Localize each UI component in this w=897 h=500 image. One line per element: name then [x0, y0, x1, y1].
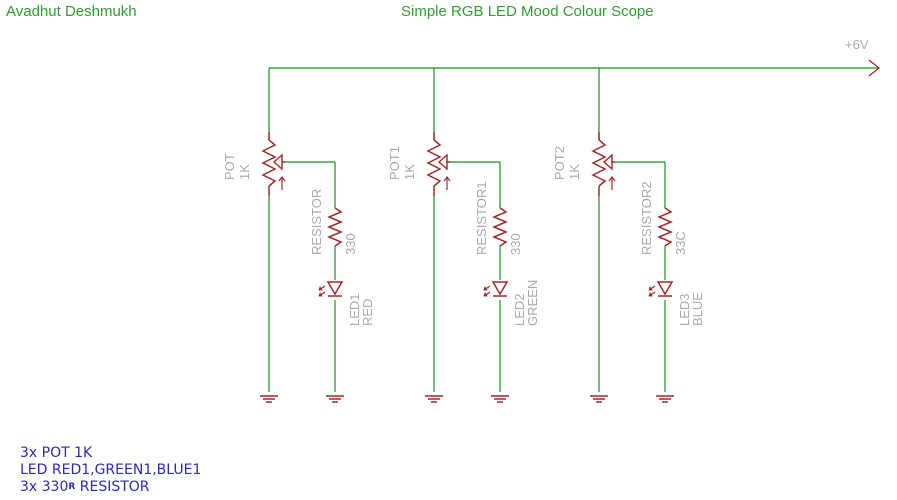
pot-value-label: 1K	[567, 164, 582, 180]
bom-resistor-word: RESISTOR	[75, 479, 150, 495]
led-icon	[648, 281, 674, 297]
led-color-label: GREEN	[525, 280, 540, 326]
supply-label: +6V	[845, 37, 869, 52]
resistor-name-label: RESISTOR1	[474, 182, 489, 255]
supply-arrow-icon	[868, 59, 881, 77]
resistor-icon	[327, 207, 343, 247]
bom-resistor-unit: R	[68, 482, 76, 492]
ground-icon	[590, 395, 608, 403]
potentiometer-icon	[591, 132, 616, 196]
bom-line-resistors: 3x 330R RESISTOR	[20, 479, 150, 495]
resistor-value-label: 330	[343, 233, 358, 255]
led-icon	[483, 281, 509, 297]
resistor-name-label: RESISTOR2	[639, 182, 654, 255]
schematic-title: Simple RGB LED Mood Colour Scope	[401, 3, 654, 20]
potentiometer-icon	[261, 132, 286, 196]
bom-line-leds: LED RED1,GREEN1,BLUE1	[20, 462, 202, 478]
pot-name-label: POT2	[552, 146, 567, 180]
ground-icon	[491, 395, 509, 403]
bom-line-pots: 3x POT 1K	[20, 445, 93, 461]
led-name-label: LED1	[347, 293, 362, 326]
resistor-value-label: 33C	[673, 231, 688, 255]
supply-rail: +6V	[269, 37, 881, 77]
led-icon	[318, 281, 344, 297]
pot-value-label: 1K	[237, 164, 252, 180]
resistor-value-label: 330	[508, 233, 523, 255]
ground-icon	[656, 395, 674, 403]
pot-name-label: POT1	[387, 146, 402, 180]
ground-icon	[260, 395, 278, 403]
led-name-label: LED3	[677, 293, 692, 326]
author-label: Avadhut Deshmukh	[6, 3, 137, 20]
resistor-name-label: RESISTOR	[309, 189, 324, 255]
bom-resistor-count: 3x 330	[20, 479, 69, 495]
ground-icon	[326, 395, 344, 403]
pot-name-label: POT	[222, 153, 237, 180]
resistor-icon	[492, 207, 508, 247]
led-color-label: RED	[360, 299, 375, 326]
ground-icon	[425, 395, 443, 403]
potentiometer-icon	[426, 132, 451, 196]
led-name-label: LED2	[512, 293, 527, 326]
pot-value-label: 1K	[402, 164, 417, 180]
resistor-icon	[657, 207, 673, 247]
led-color-label: BLUE	[690, 292, 705, 326]
